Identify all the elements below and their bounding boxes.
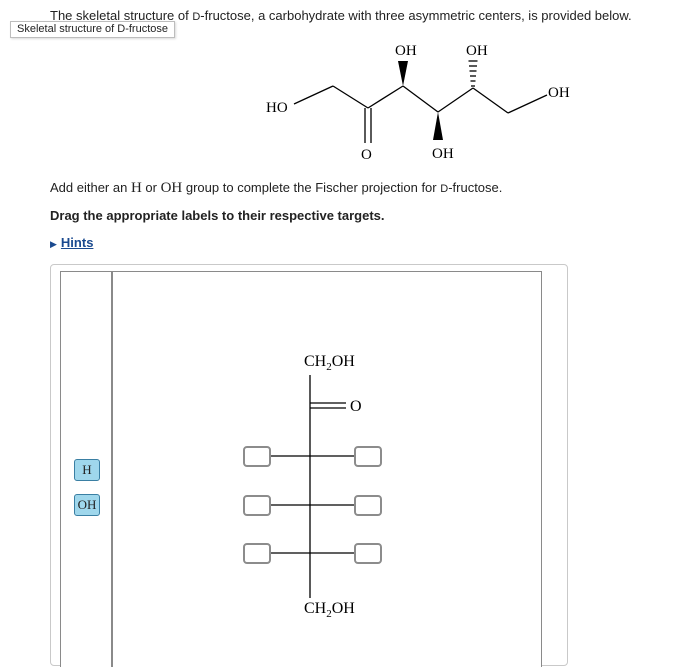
- bond-ho: [293, 85, 334, 105]
- oh-c6-label: OH: [548, 85, 570, 101]
- oh-c5-label: OH: [466, 43, 488, 59]
- bond-6: [507, 94, 548, 114]
- target-c3-right[interactable]: [354, 446, 382, 467]
- oh-c4-label: OH: [432, 146, 454, 162]
- label-oh[interactable]: OH: [74, 494, 100, 516]
- intro-after: -fructose, a carbohydrate with three asy…: [200, 8, 632, 23]
- hints-toggle[interactable]: ▶Hints: [50, 235, 93, 250]
- fischer-area: [112, 271, 542, 667]
- target-c4-left[interactable]: [243, 495, 271, 516]
- wedge-c4: [433, 112, 443, 140]
- instruction-oh: OH: [160, 180, 183, 196]
- bond-4: [437, 87, 474, 113]
- instruction-p2: or: [141, 180, 161, 195]
- carbonyl-o-label: O: [361, 147, 372, 163]
- target-c4-right[interactable]: [354, 495, 382, 516]
- bond-2: [367, 85, 404, 109]
- instruction-text: Add either an H or OH group to complete …: [50, 180, 502, 197]
- wedge-c3: [398, 61, 408, 86]
- intro-text: The skeletal structure of D-fructose, a …: [50, 8, 632, 23]
- fischer-carbonyl-o: O: [350, 398, 362, 415]
- label-h[interactable]: H: [74, 459, 100, 481]
- bond-1: [332, 85, 369, 109]
- instruction-p1: Add either an: [50, 180, 131, 195]
- fischer-bottom-group: CH2OH: [304, 600, 355, 620]
- intro-before: The skeletal structure of: [50, 8, 193, 23]
- ho-label: HO: [266, 100, 288, 116]
- target-c3-left[interactable]: [243, 446, 271, 467]
- skeletal-structure: HO OH OH OH OH O: [266, 43, 570, 163]
- caret-right-icon: ▶: [50, 239, 57, 249]
- bond-5: [472, 87, 509, 114]
- target-c5-left[interactable]: [243, 543, 271, 564]
- instruction-d: D: [440, 183, 449, 195]
- fischer-top-group: CH2OH: [304, 353, 355, 373]
- instruction-p3: group to complete the Fischer projection…: [182, 180, 441, 195]
- target-c5-right[interactable]: [354, 543, 382, 564]
- structure-tooltip: Skeletal structure of D-fructose: [10, 21, 176, 38]
- bond-3: [402, 85, 439, 113]
- fischer-projection: CH2OH O CH2OH: [270, 353, 362, 620]
- oh-c3-label: OH: [395, 43, 417, 59]
- instruction-h: H: [130, 180, 142, 196]
- hash-c5: [468, 60, 478, 87]
- instruction-p4: -fructose.: [448, 180, 503, 195]
- hints-label: Hints: [60, 235, 94, 250]
- drag-instruction: Drag the appropriate labels to their res…: [50, 208, 385, 223]
- intro-d: D: [192, 11, 201, 23]
